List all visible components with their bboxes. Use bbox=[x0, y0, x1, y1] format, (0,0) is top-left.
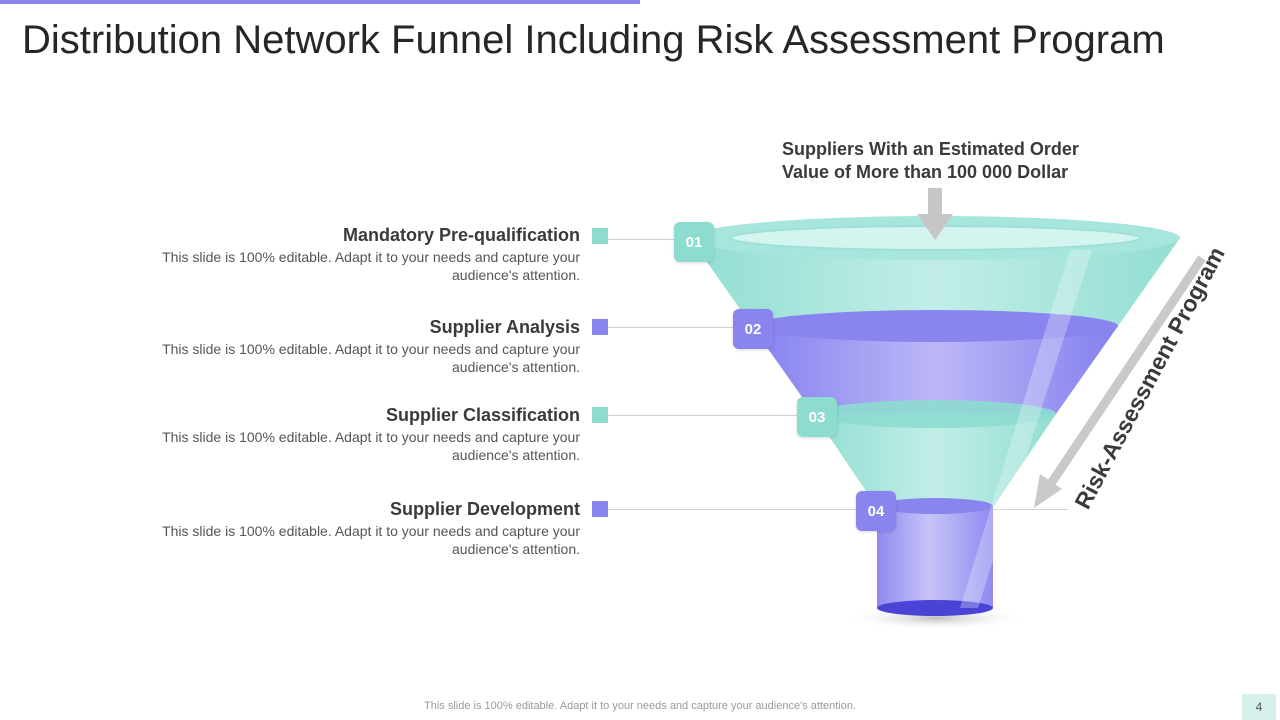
step-2-title: Supplier Analysis bbox=[429, 317, 580, 337]
entry-arrow bbox=[917, 188, 953, 240]
step-1-text: Mandatory Pre-qualification This slide i… bbox=[130, 224, 580, 284]
step-4-badge: 04 bbox=[856, 491, 896, 531]
step-2-connector bbox=[608, 327, 738, 328]
funnel-entry-caption: Suppliers With an Estimated Order Value … bbox=[782, 139, 1079, 182]
step-1-title: Mandatory Pre-qualification bbox=[342, 225, 580, 245]
slide-title: Distribution Network Funnel Including Ri… bbox=[22, 18, 1165, 62]
funnel-band-1 bbox=[690, 238, 1180, 326]
funnel-stem-bottom bbox=[877, 600, 993, 616]
funnel-stem-top bbox=[877, 498, 993, 514]
step-1-badge: 01 bbox=[674, 222, 714, 262]
step-1-marker bbox=[592, 228, 608, 244]
funnel-band-3 bbox=[814, 414, 1056, 506]
funnel-stem bbox=[877, 506, 993, 608]
step-3-badge: 03 bbox=[797, 397, 837, 437]
top-accent-bar bbox=[0, 0, 640, 4]
step-3-text: Supplier Classification This slide is 10… bbox=[130, 404, 580, 464]
footer-note: This slide is 100% editable. Adapt it to… bbox=[424, 700, 856, 712]
step-3-marker bbox=[592, 407, 608, 423]
step-3-description: This slide is 100% editable. Adapt it to… bbox=[162, 429, 580, 463]
page-number: 4 bbox=[1242, 694, 1276, 720]
step-4-title: Supplier Development bbox=[389, 499, 580, 519]
funnel-band-3-rim bbox=[814, 400, 1056, 428]
step-4-description: This slide is 100% editable. Adapt it to… bbox=[162, 523, 580, 557]
risk-arrow-head bbox=[1034, 474, 1062, 508]
step-4-text: Supplier Development This slide is 100% … bbox=[130, 498, 580, 558]
risk-arrow-shaft bbox=[1044, 255, 1206, 491]
step-2-marker bbox=[592, 319, 608, 335]
step-2-description: This slide is 100% editable. Adapt it to… bbox=[162, 341, 580, 375]
funnel-band-2 bbox=[752, 326, 1118, 414]
step-4-marker bbox=[592, 501, 608, 517]
step-2-badge: 02 bbox=[733, 309, 773, 349]
funnel-band-2-rim bbox=[752, 310, 1118, 342]
step-2-text: Supplier Analysis This slide is 100% edi… bbox=[130, 316, 580, 376]
funnel-highlight bbox=[960, 250, 1092, 608]
step-3-title: Supplier Classification bbox=[385, 405, 580, 425]
step-1-connector bbox=[608, 239, 678, 240]
step-4-connector bbox=[608, 509, 1068, 510]
step-1-description: This slide is 100% editable. Adapt it to… bbox=[162, 249, 580, 283]
step-3-connector bbox=[608, 415, 800, 416]
